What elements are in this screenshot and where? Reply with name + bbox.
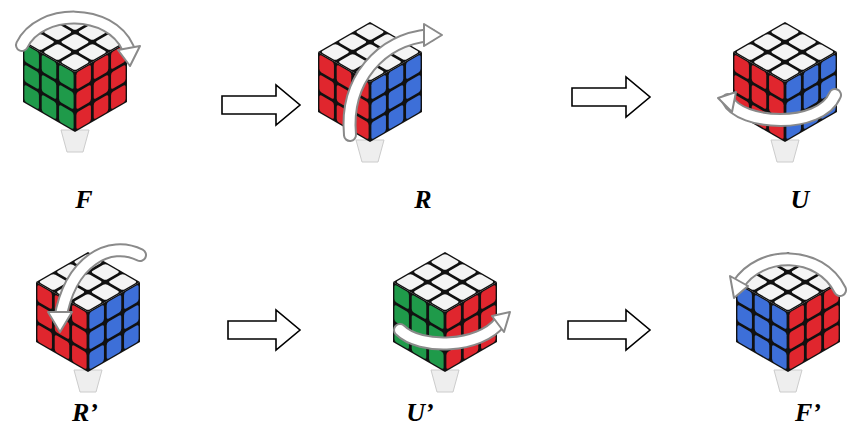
hollow-arrow xyxy=(568,310,650,350)
hollow-arrow xyxy=(222,85,300,125)
move-label: U xyxy=(791,185,810,215)
hollow-arrow xyxy=(572,77,650,117)
move-panel: F’ xyxy=(650,232,852,436)
move-panel: U xyxy=(650,2,852,224)
move-panel: R xyxy=(300,2,572,224)
move-label: F’ xyxy=(795,398,821,428)
hollow-arrow xyxy=(228,310,300,350)
move-label: F xyxy=(75,185,92,215)
move-label: U’ xyxy=(406,398,433,428)
move-panel: U’ xyxy=(300,232,568,436)
move-panel: R’ xyxy=(5,232,228,436)
move-label: R xyxy=(414,185,431,215)
move-label: R’ xyxy=(72,398,98,428)
move-panel: F xyxy=(5,2,222,224)
